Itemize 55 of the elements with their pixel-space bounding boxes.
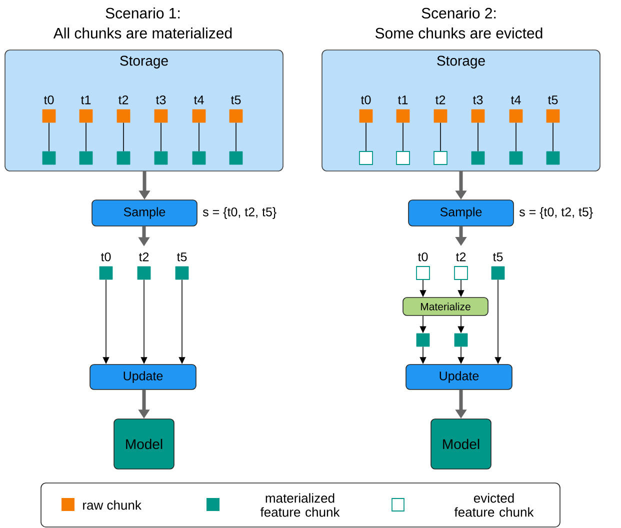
scenario-title: Scenario 2: xyxy=(422,7,496,18)
chunk-label: t4 xyxy=(194,96,204,104)
connector-line xyxy=(123,122,124,152)
connector-line xyxy=(552,122,554,152)
chunk-label: t0 xyxy=(100,252,111,262)
model-box: Model xyxy=(430,418,492,470)
feature-chunk-square xyxy=(471,151,485,165)
chunk-label: t4 xyxy=(510,96,521,104)
process-box: Sample xyxy=(92,200,198,226)
chunk-label: t3 xyxy=(472,95,483,104)
feature-chunk-square xyxy=(454,333,468,347)
legend-text: evicted feature chunk xyxy=(454,493,534,517)
process-box: Update xyxy=(406,364,512,390)
feature-chunk-square xyxy=(509,151,523,165)
process-box: Sample xyxy=(408,200,514,226)
chunk-label: t2 xyxy=(118,95,128,104)
chunk-label: t2 xyxy=(435,95,446,104)
annotation-text: s = {t0, t2, t5} xyxy=(519,207,593,219)
feature-chunk-square xyxy=(546,151,560,165)
chunk-label: t5 xyxy=(548,96,558,104)
feature-chunk-square xyxy=(116,151,130,165)
model-box: Model xyxy=(114,418,174,470)
feature-chunk-square xyxy=(42,151,56,165)
connector-line xyxy=(440,122,441,152)
evicted-chunk-square xyxy=(359,151,373,165)
process-box: Materialize xyxy=(402,297,488,316)
chunk-label: t5 xyxy=(176,252,187,262)
process-box: Update xyxy=(90,364,196,390)
chunk-label: t1 xyxy=(398,96,408,104)
scenario-title: Scenario 1: xyxy=(106,7,180,18)
connector-line xyxy=(160,122,162,152)
feature-chunk-square xyxy=(229,151,243,165)
connector-line xyxy=(198,122,200,152)
connector-line xyxy=(48,122,50,152)
legend-text: materialized feature chunk xyxy=(260,493,340,517)
evicted-chunk-square xyxy=(396,151,410,165)
scenario-title: All chunks are materialized xyxy=(53,27,232,38)
connector-line xyxy=(402,122,404,152)
chunk-label: t0 xyxy=(418,252,428,262)
chunk-label: t2 xyxy=(138,252,149,262)
chunk-label: t5 xyxy=(492,252,503,262)
feature-chunk-square xyxy=(154,151,168,165)
chunk-label: t1 xyxy=(80,96,91,104)
feature-chunk-square xyxy=(192,151,206,165)
chunk-label: t0 xyxy=(44,95,54,104)
feature-chunk-square xyxy=(416,333,430,347)
legend-text: raw chunk xyxy=(83,500,142,510)
chunk-label: t2 xyxy=(456,252,466,262)
chunk-label: t5 xyxy=(230,96,241,104)
annotation-text: s = {t0, t2, t5} xyxy=(202,207,276,219)
scenario-title: Some chunks are evicted xyxy=(375,27,542,38)
chunk-label: t3 xyxy=(156,95,166,104)
feature-chunk-square xyxy=(79,151,93,165)
chunk-label: t0 xyxy=(360,95,371,104)
evicted-chunk-square xyxy=(434,151,448,165)
